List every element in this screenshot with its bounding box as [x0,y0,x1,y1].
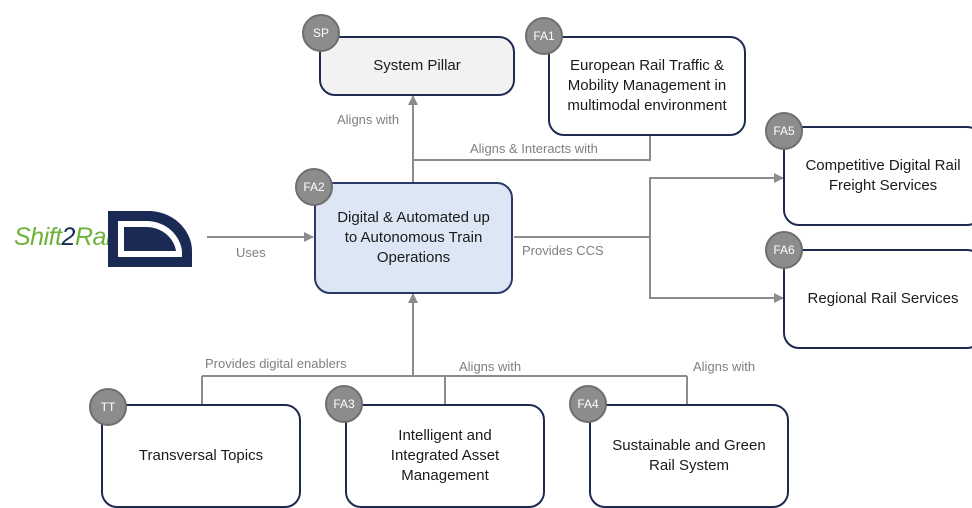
fa5-badge: FA5 [765,112,803,150]
edge-label-logo-fa2: Uses [236,245,266,260]
fa1-box: European Rail Traffic & Mobility Managem… [548,36,746,136]
edge-label-fa3-fa2: Aligns with [459,359,522,374]
fa1-fa2-connector [413,136,651,161]
fa2-fa5-connector [649,173,784,237]
train-logo-icon [108,211,192,267]
fa4-box: Sustainable and Green Rail System [589,404,789,508]
fa3-badge: FA3 [325,385,363,423]
sp-badge: SP [302,14,340,52]
fa5-label: Competitive Digital Rail Freight Service… [805,157,961,194]
fa1-label: European Rail Traffic & Mobility Managem… [567,57,727,114]
fa5-box: Competitive Digital Rail Freight Service… [783,126,972,226]
fa2-label: Digital & Automated up to Autonomous Tra… [337,209,490,266]
tt-label: Transversal Topics [138,447,264,464]
system-pillar-box: System Pillar [319,36,515,96]
edge-label-fa2-out: Provides CCS [522,243,604,258]
fa1-badge: FA1 [525,17,563,55]
fa2-central-box: Digital & Automated up to Autonomous Tra… [314,182,513,294]
fa6-label: Regional Rail Services [807,290,959,307]
tt-box: Transversal Topics [101,404,301,508]
fa3-box: Intelligent and Integrated Asset Managem… [345,404,545,508]
edge-label-fa4-fa2: Aligns with [693,359,756,374]
fa4-badge: FA4 [569,385,607,423]
shift2rail-logo: Shift2Rail [10,205,195,275]
fa2-badge: FA2 [295,168,333,206]
fa2-fa6-connector [649,237,784,303]
edge-label-sp-fa2: Aligns with [337,112,400,127]
edge-label-fa1-fa2: Aligns & Interacts with [470,141,598,156]
edge-label-tt-fa2: Provides digital enablers [205,356,347,371]
fa3-label: Intelligent and Integrated Asset Managem… [390,427,500,484]
logo-wordmark: Shift2Rail [14,223,117,251]
fa6-badge: FA6 [765,231,803,269]
system-pillar-label: System Pillar [373,57,461,74]
tt-badge: TT [89,388,127,426]
fa4-label: Sustainable and Green Rail System [612,437,766,474]
fa6-box: Regional Rail Services [783,249,972,349]
